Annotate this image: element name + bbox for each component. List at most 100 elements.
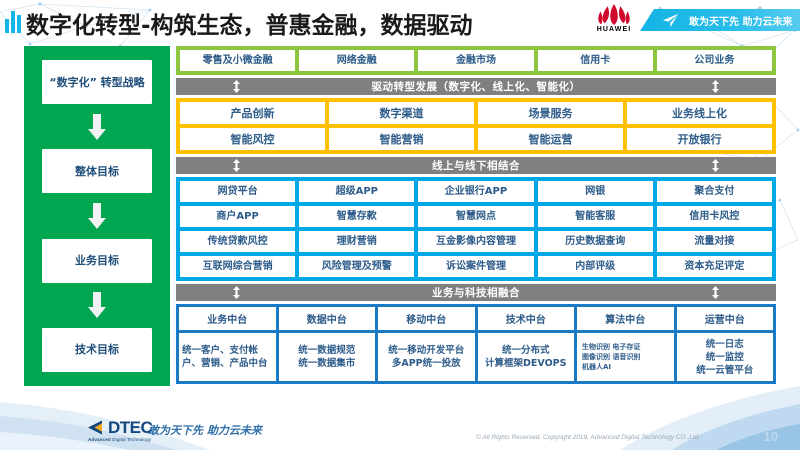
application-cell[interactable]: 聚合支付 xyxy=(656,181,773,202)
dtec-arrow-logo-icon xyxy=(88,420,102,435)
huawei-wordmark: HUAWEI xyxy=(596,26,632,33)
strategy-flow-sidebar: “数字化” 转型战略 整体目标 业务目标 技术目标 xyxy=(24,46,170,386)
divider-online-offline: 线上与线下相结合 xyxy=(176,157,776,174)
business-line-cell[interactable]: 公司业务 xyxy=(656,50,773,71)
capabilities-row: 产品创新 数字渠道 场景服务 业务线上化 xyxy=(180,102,772,124)
applications-row: 互联网综合营销 风险管理及预警 诉讼案件管理 内部评级 资本充足评定 xyxy=(180,256,773,277)
application-cell[interactable]: 企业银行APP xyxy=(418,181,534,202)
capability-cell[interactable]: 场景服务 xyxy=(478,102,623,124)
footer-slogan: 敢为天下先 助力云未来 xyxy=(148,424,262,437)
application-cell[interactable]: 超级APP xyxy=(299,181,415,202)
platform-column-operations[interactable]: 运营中台 统一日志 统一监控 统一云管平台 xyxy=(676,307,773,381)
platform-detail: 统一数据规范 统一数据集市 xyxy=(278,333,375,381)
application-cell[interactable]: 网贷平台 xyxy=(180,181,296,202)
platform-column-algorithm[interactable]: 算法中台 生物识别 电子存证 图像识别 语音识别 机器人AI xyxy=(577,307,674,381)
up-down-arrow-icon xyxy=(712,286,719,299)
dtec-tagline: Advanced Digital Technology xyxy=(88,437,168,442)
sidebar-item-business-goal[interactable]: 业务目标 xyxy=(42,238,152,283)
platform-column-business[interactable]: 业务中台 统一客户、支付帐户、营销、产品中台 xyxy=(179,307,276,381)
dtec-tagline-rest: Digital Technology xyxy=(110,437,152,442)
slide-header: 数字化转型-构筑生态，普惠金融，数据驱动 HUAWEI 敢为天下先 助力云未来 xyxy=(0,0,800,40)
application-cell[interactable]: 风险管理及预警 xyxy=(299,256,415,277)
application-cell[interactable]: 信用卡风控 xyxy=(656,206,773,227)
platform-detail: 统一日志 统一监控 统一云管平台 xyxy=(676,333,773,381)
application-cell[interactable]: 理财营销 xyxy=(299,231,415,252)
down-arrow-icon xyxy=(88,113,106,140)
platform-title: 运营中台 xyxy=(676,307,773,330)
applications-row: 商户APP 智慧存款 智慧网点 智能客服 信用卡风控 xyxy=(180,206,773,227)
platform-column-mobile[interactable]: 移动中台 统一移动开发平台 多APP统一投放 xyxy=(378,307,475,381)
dtec-logo: DTEC Advanced Digital Technology xyxy=(88,419,168,442)
application-cell[interactable]: 智能客服 xyxy=(537,206,653,227)
architecture-stack: 零售及小微金融 网络金融 金融市场 信用卡 公司业务 驱动转型发展（数字化、线上… xyxy=(176,46,776,384)
application-cell[interactable]: 互联网综合营销 xyxy=(180,256,296,277)
capability-cell[interactable]: 开放银行 xyxy=(627,128,772,150)
application-cell[interactable]: 内部评级 xyxy=(537,256,653,277)
applications-row: 传统贷款风控 理财营销 互金影像内容管理 历史数据查询 流量对接 xyxy=(180,231,773,252)
application-cell[interactable]: 资本充足评定 xyxy=(656,256,773,277)
up-down-arrow-icon xyxy=(712,80,719,93)
capabilities-row: 智能风控 智能营销 智能运营 开放银行 xyxy=(180,128,772,150)
huawei-logo-icon: HUAWEI xyxy=(592,2,636,38)
dtec-tagline-bold: Advanced xyxy=(88,437,111,442)
capability-cell[interactable]: 智能营销 xyxy=(329,128,474,150)
copyright-text: © All Rights Reserved. Copyright 2019, A… xyxy=(476,434,699,441)
capability-cell[interactable]: 智能运营 xyxy=(478,128,623,150)
sidebar-item-overall-goal[interactable]: 整体目标 xyxy=(42,149,152,194)
application-cell[interactable]: 商户APP xyxy=(180,206,296,227)
application-cell[interactable]: 流量对接 xyxy=(656,231,773,252)
application-cell[interactable]: 智慧网点 xyxy=(418,206,534,227)
business-line-cell[interactable]: 网络金融 xyxy=(299,50,415,71)
divider-label: 业务与科技相融合 xyxy=(432,287,520,299)
sidebar-item-technology-goal[interactable]: 技术目标 xyxy=(42,327,152,372)
divider-label: 驱动转型发展（数字化、线上化、智能化） xyxy=(371,81,581,93)
platform-detail: 统一分布式 计算框架DEVOPS xyxy=(477,333,574,381)
page-number: 10 xyxy=(763,429,778,444)
platform-title: 数据中台 xyxy=(278,307,375,330)
sidebar-item-strategy[interactable]: “数字化” 转型战略 xyxy=(42,60,152,104)
page-title: 数字化转型-构筑生态，普惠金融，数据驱动 xyxy=(26,13,473,39)
divider-label: 线上与线下相结合 xyxy=(432,160,520,172)
down-arrow-icon xyxy=(88,202,106,229)
sidebar-item-label: 技术目标 xyxy=(75,343,119,357)
capability-cell[interactable]: 业务线上化 xyxy=(627,102,772,124)
platform-title: 算法中台 xyxy=(577,307,674,330)
bar-chart-decoration-icon xyxy=(5,9,23,33)
platform-detail: 统一客户、支付帐户、营销、产品中台 xyxy=(179,333,276,381)
application-cell[interactable]: 传统贷款风控 xyxy=(180,231,296,252)
business-lines-band: 零售及小微金融 网络金融 金融市场 信用卡 公司业务 xyxy=(176,46,776,75)
capability-cell[interactable]: 智能风控 xyxy=(180,128,325,150)
business-lines-row: 零售及小微金融 网络金融 金融市场 信用卡 公司业务 xyxy=(180,50,773,71)
capability-cell[interactable]: 数字渠道 xyxy=(329,102,474,124)
platform-title: 技术中台 xyxy=(477,307,574,330)
ribbon-text: 敢为天下先 助力云未来 xyxy=(689,16,793,28)
up-down-arrow-icon xyxy=(233,80,240,93)
application-cell[interactable]: 历史数据查询 xyxy=(537,231,653,252)
business-line-cell[interactable]: 金融市场 xyxy=(418,50,534,71)
divider-drive-transformation: 驱动转型发展（数字化、线上化、智能化） xyxy=(176,78,776,95)
application-cell[interactable]: 网银 xyxy=(537,181,653,202)
application-cell[interactable]: 智慧存款 xyxy=(299,206,415,227)
sidebar-item-label: “数字化” 转型战略 xyxy=(49,75,145,89)
platforms-grid: 业务中台 统一客户、支付帐户、营销、产品中台 数据中台 统一数据规范 统一数据集… xyxy=(179,307,773,381)
capability-cell[interactable]: 产品创新 xyxy=(180,102,325,124)
up-down-arrow-icon xyxy=(233,159,240,172)
application-cell[interactable]: 互金影像内容管理 xyxy=(418,231,534,252)
capabilities-band: 产品创新 数字渠道 场景服务 业务线上化 智能风控 智能营销 智能运营 开放银行 xyxy=(176,98,776,154)
business-line-cell[interactable]: 零售及小微金融 xyxy=(180,50,296,71)
business-line-cell[interactable]: 信用卡 xyxy=(537,50,653,71)
platform-detail: 生物识别 电子存证 图像识别 语音识别 机器人AI xyxy=(577,333,674,381)
platform-title: 移动中台 xyxy=(378,307,475,330)
application-cell[interactable]: 诉讼案件管理 xyxy=(418,256,534,277)
platform-column-technology[interactable]: 技术中台 统一分布式 计算框架DEVOPS xyxy=(477,307,574,381)
platform-title: 业务中台 xyxy=(179,307,276,330)
platforms-band: 业务中台 统一客户、支付帐户、营销、产品中台 数据中台 统一数据规范 统一数据集… xyxy=(176,304,776,384)
platform-detail: 统一移动开发平台 多APP统一投放 xyxy=(378,333,475,381)
divider-business-technology: 业务与科技相融合 xyxy=(176,284,776,301)
applications-row: 网贷平台 超级APP 企业银行APP 网银 聚合支付 xyxy=(180,181,773,202)
slide-footer: DTEC Advanced Digital Technology 敢为天下先 助… xyxy=(0,386,800,450)
up-down-arrow-icon xyxy=(233,286,240,299)
platform-column-data[interactable]: 数据中台 统一数据规范 统一数据集市 xyxy=(278,307,375,381)
huawei-flower-icon xyxy=(598,4,630,25)
